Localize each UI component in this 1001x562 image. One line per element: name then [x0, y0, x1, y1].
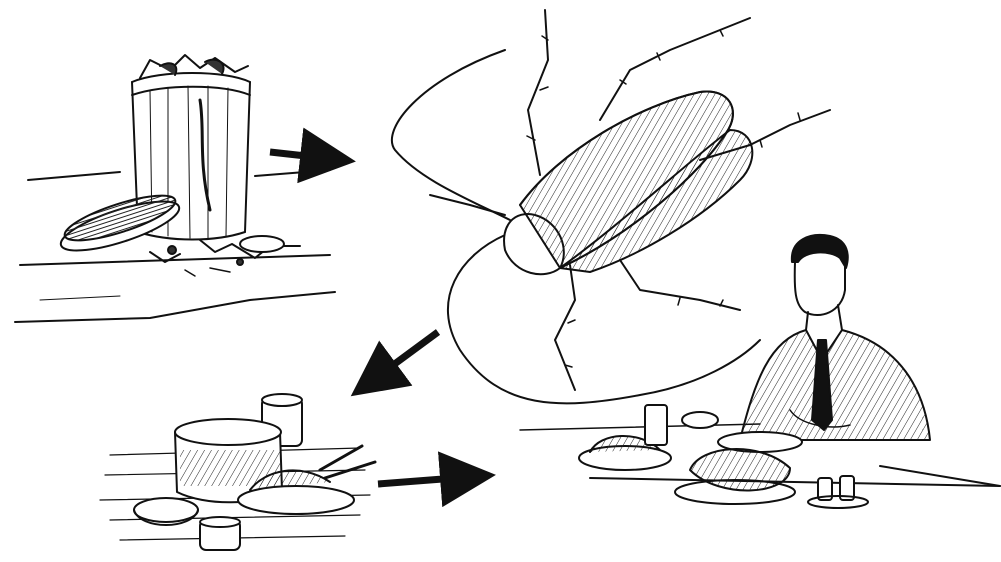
food-table-icon [100, 394, 375, 550]
arrow-garbage-to-cockroach [270, 152, 342, 160]
arrow-cockroach-to-food [362, 332, 438, 388]
cockroach-icon [392, 10, 830, 403]
man-eating-icon [520, 235, 1000, 508]
garbage-can-icon [15, 55, 335, 322]
arrow-food-to-diner [378, 476, 482, 484]
